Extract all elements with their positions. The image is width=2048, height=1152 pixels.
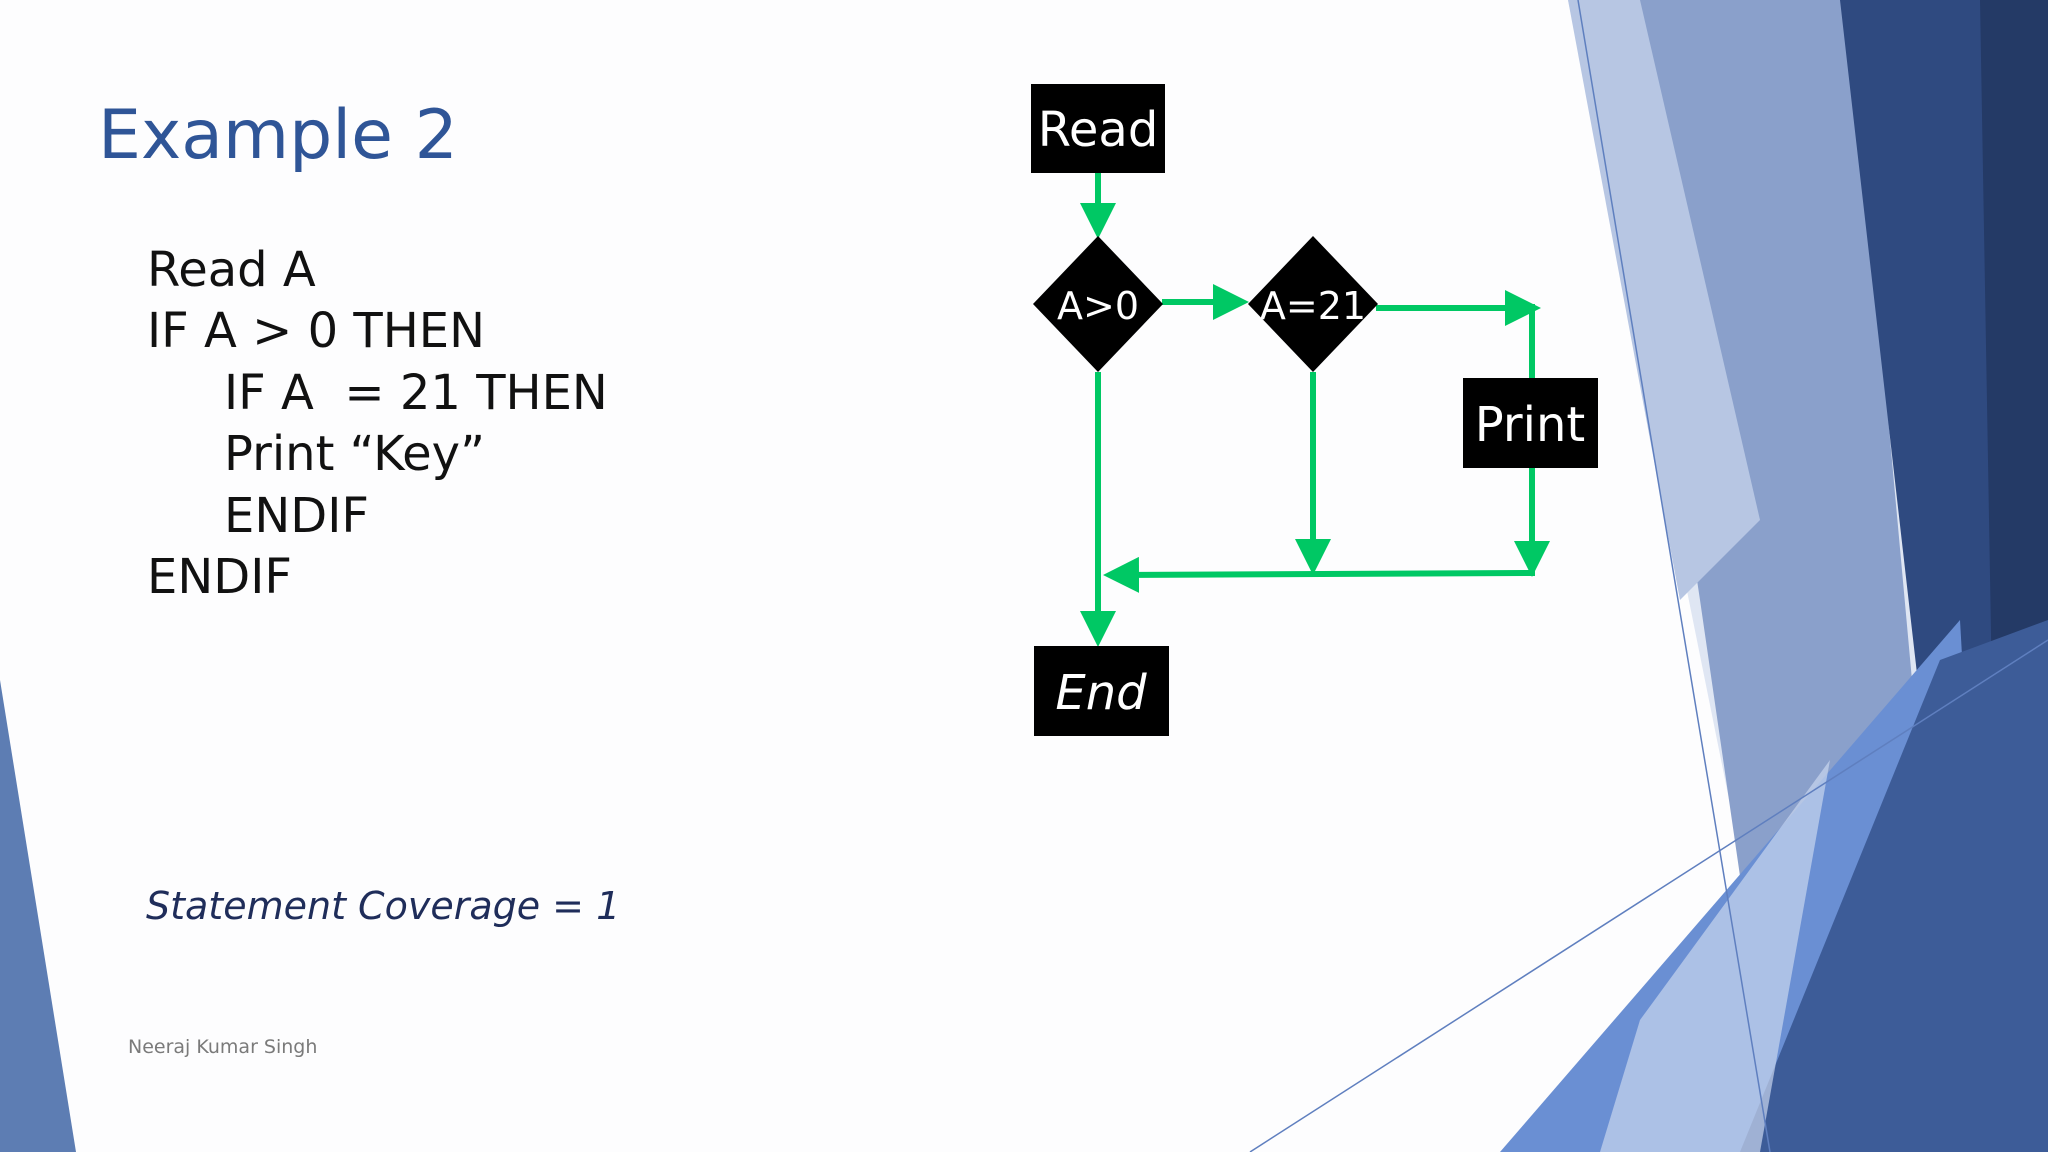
bottom-shape-pale [1600, 760, 1830, 1152]
read-node-label: Read [1038, 102, 1159, 158]
statement-coverage-text: Statement Coverage = 1 [146, 884, 621, 928]
thin-diagonal-line-2 [1249, 639, 2048, 1152]
right-shape-pale [1568, 0, 1760, 600]
decision-node-1: A>0 [1033, 236, 1163, 372]
print-node-label: Print [1475, 397, 1585, 453]
arrow-merge-left [1103, 556, 1536, 593]
code-line-5: ENDIF [224, 488, 369, 544]
end-node-label: End [1055, 665, 1147, 721]
decision-node-1-label: A>0 [1057, 284, 1139, 328]
thin-diagonal-line-1 [1577, 0, 1771, 1152]
read-node: Read [1031, 84, 1165, 173]
decision-node-2: A=21 [1248, 236, 1378, 372]
footer-author: Neeraj Kumar Singh [128, 1036, 318, 1058]
code-line-3: IF A = 21 THEN [224, 365, 608, 421]
left-accent-shape [0, 680, 76, 1152]
end-node: End [1034, 646, 1169, 736]
code-line-1: Read A [147, 242, 316, 298]
bottom-shape-navy [1740, 620, 2048, 1152]
code-line-2: IF A > 0 THEN [147, 303, 486, 359]
decision-node-2-label: A=21 [1260, 284, 1366, 328]
code-line-4: Print “Key” [224, 426, 485, 482]
slide-title: Example 2 [98, 96, 458, 175]
code-line-6: ENDIF [147, 549, 292, 605]
print-node: Print [1463, 378, 1598, 468]
